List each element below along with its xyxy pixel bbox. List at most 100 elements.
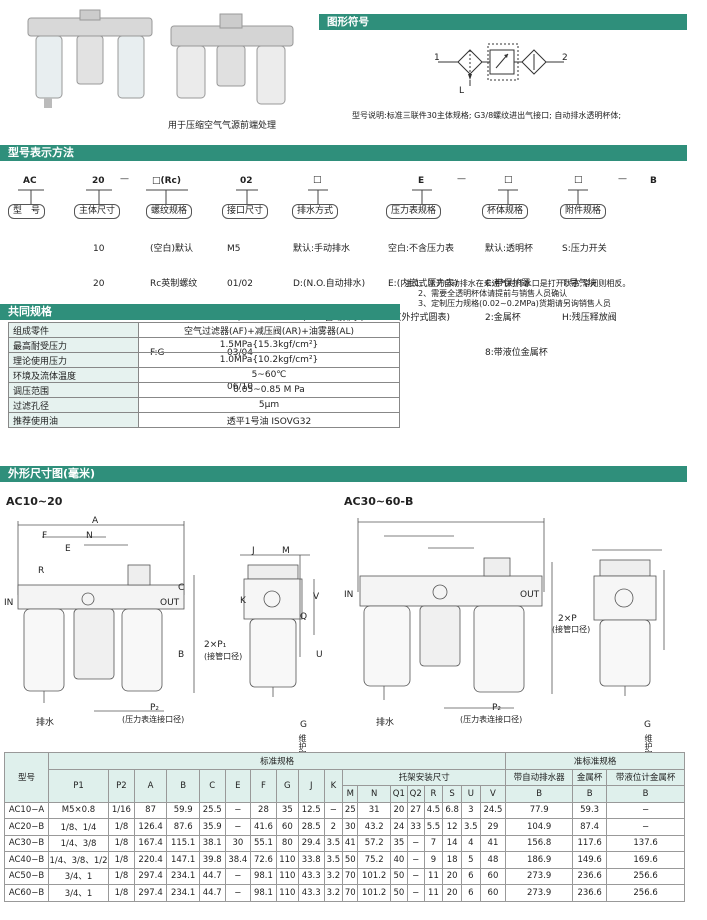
thread-opt: Rc英制螺纹	[150, 278, 198, 289]
table-cell: 41.6	[250, 818, 277, 836]
table-cell: 1/8	[108, 834, 135, 852]
list-bowl: 默认:透明杯 C:带保护罩 2:金属杯 8:带液位金属杯	[485, 221, 548, 371]
symbol-port-l: L	[459, 86, 465, 96]
table-cell: 11	[423, 884, 444, 902]
body-opt: 20	[93, 278, 105, 289]
th-col: U	[460, 785, 481, 803]
drawing1-letter-b: B	[178, 650, 185, 660]
table-cell: 50	[342, 851, 359, 869]
th-col: E	[224, 768, 252, 803]
table-cell: 3/4、1	[48, 884, 109, 902]
drawing1-letter-j: J	[252, 546, 255, 556]
th-col: B	[572, 785, 608, 803]
spec-value: 5~60℃	[138, 367, 400, 383]
dimension-table: 型号 标准规格 准标准规格 P1 P2 A B C E F G J K 托架安装…	[4, 752, 685, 902]
drawing1-front-view	[4, 515, 214, 727]
spec-section-title: 共同规格	[0, 304, 400, 320]
table-cell: 77.9	[505, 801, 574, 819]
table-cell: 3.5	[323, 851, 344, 869]
table-cell: 20	[442, 884, 462, 902]
table-cell: 28	[250, 801, 277, 819]
drawing1-letter-v: V	[313, 592, 320, 602]
code-dash-3: —	[618, 174, 627, 184]
table-cell: 87	[133, 801, 168, 819]
th-col: B	[505, 785, 574, 803]
drawing1-out: OUT	[160, 598, 180, 608]
th-model: 型号	[4, 752, 49, 803]
drawing1-letter-c: C	[178, 583, 185, 593]
table-cell: 24	[389, 818, 408, 836]
th-col: B	[166, 768, 200, 803]
table-cell: 297.4	[133, 884, 168, 902]
table-cell: 273.9	[505, 867, 574, 885]
drawing2-p2: P₂	[492, 703, 502, 713]
body-opt: 10	[93, 244, 105, 254]
table-cell: 3.2	[323, 884, 344, 902]
table-cell: −	[406, 851, 425, 869]
table-cell: 70	[342, 884, 359, 902]
bowl-opt: C:带保护罩	[485, 278, 531, 289]
table-cell: 40	[389, 851, 408, 869]
acc-opt: S:压力开关	[562, 244, 607, 254]
spec-key: 环境及流体温度	[8, 367, 139, 383]
table-cell: 9	[423, 851, 444, 869]
code-dash-1: —	[120, 174, 129, 184]
th-col: P1	[48, 768, 109, 803]
gauge-opt: G:(外拧式圆表)	[388, 313, 451, 323]
table-cell: 6	[460, 867, 481, 885]
code-dash-2: —	[457, 174, 466, 184]
table-cell: 87.4	[572, 818, 608, 836]
table-cell: −	[224, 867, 252, 885]
table-cell: 25.5	[198, 801, 226, 819]
table-cell: 43.2	[357, 818, 391, 836]
table-cell: 27	[406, 801, 425, 819]
table-cell: 87.6	[166, 818, 200, 836]
spec-value: 1.5MPa{15.3kgf/cm²}	[138, 337, 400, 353]
table-cell: 236.6	[572, 884, 608, 902]
table-cell: 7	[423, 834, 444, 852]
spec-value: 1.0MPa{10.2kgf/cm²}	[138, 352, 400, 368]
th-standard: 标准规格	[47, 752, 507, 770]
table-cell: 3.5	[460, 818, 481, 836]
table-cell: 1/8	[108, 818, 135, 836]
table-cell: 31	[357, 801, 391, 819]
table-cell: 220.4	[133, 851, 168, 869]
table-cell: 6.8	[442, 801, 462, 819]
table-cell: 60	[479, 884, 507, 902]
table-cell: 41	[479, 834, 507, 852]
table-cell: 43.3	[297, 867, 325, 885]
table-cell: 1/8	[108, 884, 135, 902]
table-cell: 29.4	[297, 834, 325, 852]
th-col: Q1	[389, 785, 408, 803]
model-cell: AC30−B	[4, 834, 49, 852]
drawing2-drain: 排水	[376, 718, 395, 728]
table-cell: 98.1	[250, 884, 277, 902]
symbol-port-1: 1	[434, 53, 440, 63]
th-metal-bowl: 金属杯	[572, 768, 608, 786]
spec-key: 调压范围	[8, 382, 139, 398]
spec-value: 透平1号油 ISOVG32	[138, 412, 400, 428]
th-col: K	[323, 768, 344, 803]
th-col: V	[479, 785, 507, 803]
table-cell: 110	[275, 851, 299, 869]
drawing1-letter-a: A	[92, 516, 99, 526]
table-cell: 38.4	[224, 851, 252, 869]
list-acc: S:压力开关 T:导气块 H:残压释放阀	[562, 221, 617, 336]
drawing2-out: OUT	[520, 590, 540, 600]
dimension-section-title: 外形尺寸图(毫米)	[0, 466, 687, 482]
drain-opt: D:(N.O.自动排水)	[293, 278, 366, 289]
th-col: S	[442, 785, 462, 803]
table-cell: 234.1	[166, 884, 200, 902]
photo-caption: 用于压缩空气气源前端处理	[168, 121, 277, 131]
table-cell: 70	[342, 867, 359, 885]
model-section-title: 型号表示方法	[0, 145, 687, 161]
label-body: 主体尺寸	[74, 204, 121, 219]
spec-value: 5μm	[138, 397, 400, 413]
code-body: 20	[92, 176, 105, 186]
table-cell: 104.9	[505, 818, 574, 836]
table-cell: 28.5	[297, 818, 325, 836]
